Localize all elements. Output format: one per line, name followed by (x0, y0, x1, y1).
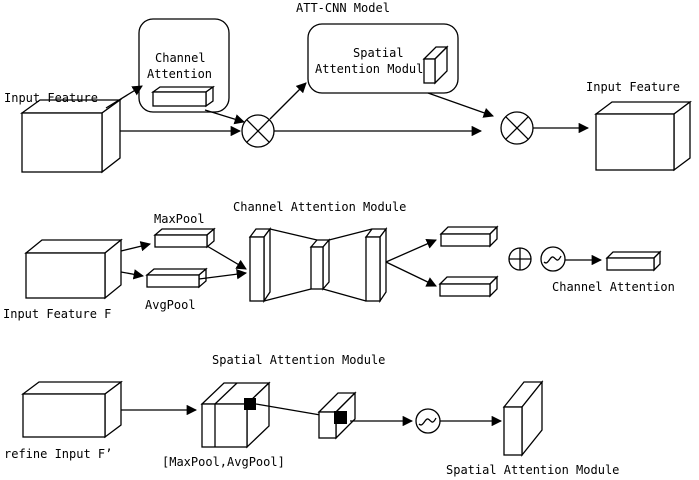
mlp-output-lower (438, 275, 499, 298)
arrow-channel-to-multiply (204, 109, 245, 125)
spatial-attention-output-label: Spatial Attention Module (446, 463, 619, 477)
maxpool-label: MaxPool (154, 212, 205, 226)
model-title: ATT-CNN Model (296, 1, 390, 15)
sigmoid-circle-2 (415, 408, 441, 434)
arrow-multiply-to-spatial (269, 82, 307, 120)
arrow-mlp-to-upper (385, 239, 437, 263)
avgpool-label: AvgPool (145, 298, 196, 312)
add-circle (508, 247, 532, 271)
multiply-circle-1 (241, 114, 275, 148)
middle-input-label: Input Feature F (3, 307, 111, 321)
top-output-cube (594, 100, 692, 172)
arrow-input-to-maxpool (120, 241, 152, 252)
sigmoid-circle-1 (540, 246, 566, 272)
pooled-feature-block (200, 381, 271, 449)
avgpool-slab (145, 267, 208, 289)
channel-attention-box-line2: Attention (147, 67, 212, 81)
spatial-attention-box (307, 23, 459, 94)
arrow-spatial-to-multiply (427, 92, 494, 118)
spatial-attention-box-line1: Spatial (353, 46, 404, 60)
channel-attention-slab (150, 85, 216, 108)
spatial-module-title: Spatial Attention Module (212, 353, 385, 367)
top-input-cube (19, 98, 123, 174)
arrow-input-to-avgpool (120, 269, 145, 280)
conv-kernel (334, 411, 347, 424)
top-output-label: Input Feature (586, 80, 680, 94)
maxpool-slab (153, 227, 216, 249)
middle-input-cube (24, 238, 123, 300)
spatial-attention-output (502, 380, 544, 457)
multiply-circle-2 (500, 111, 534, 145)
arrow-avgpool-to-mlp (198, 269, 248, 280)
shared-mlp-block (248, 227, 388, 304)
spatial-attention-slab (422, 45, 449, 85)
channel-module-title: Channel Attention Module (233, 200, 406, 214)
channel-attention-box-line1: Channel (155, 51, 206, 65)
arrow-maxpool-to-mlp (206, 245, 247, 270)
channel-attention-output (605, 250, 662, 272)
bottom-input-cube (21, 380, 123, 439)
bottom-input-label: refine Input F’ (4, 447, 112, 461)
pool-label: [MaxPool,AvgPool] (162, 455, 285, 469)
channel-attention-output-label: Channel Attention (552, 280, 675, 294)
arrow-input-to-channel (105, 85, 143, 109)
arrow-mlp-to-lower (385, 261, 437, 287)
mlp-output-upper (439, 225, 499, 248)
top-input-label: Input Feature (4, 91, 98, 105)
pool-kernel-1 (244, 398, 256, 410)
spatial-attention-box-line2: Attention Module (315, 62, 431, 76)
